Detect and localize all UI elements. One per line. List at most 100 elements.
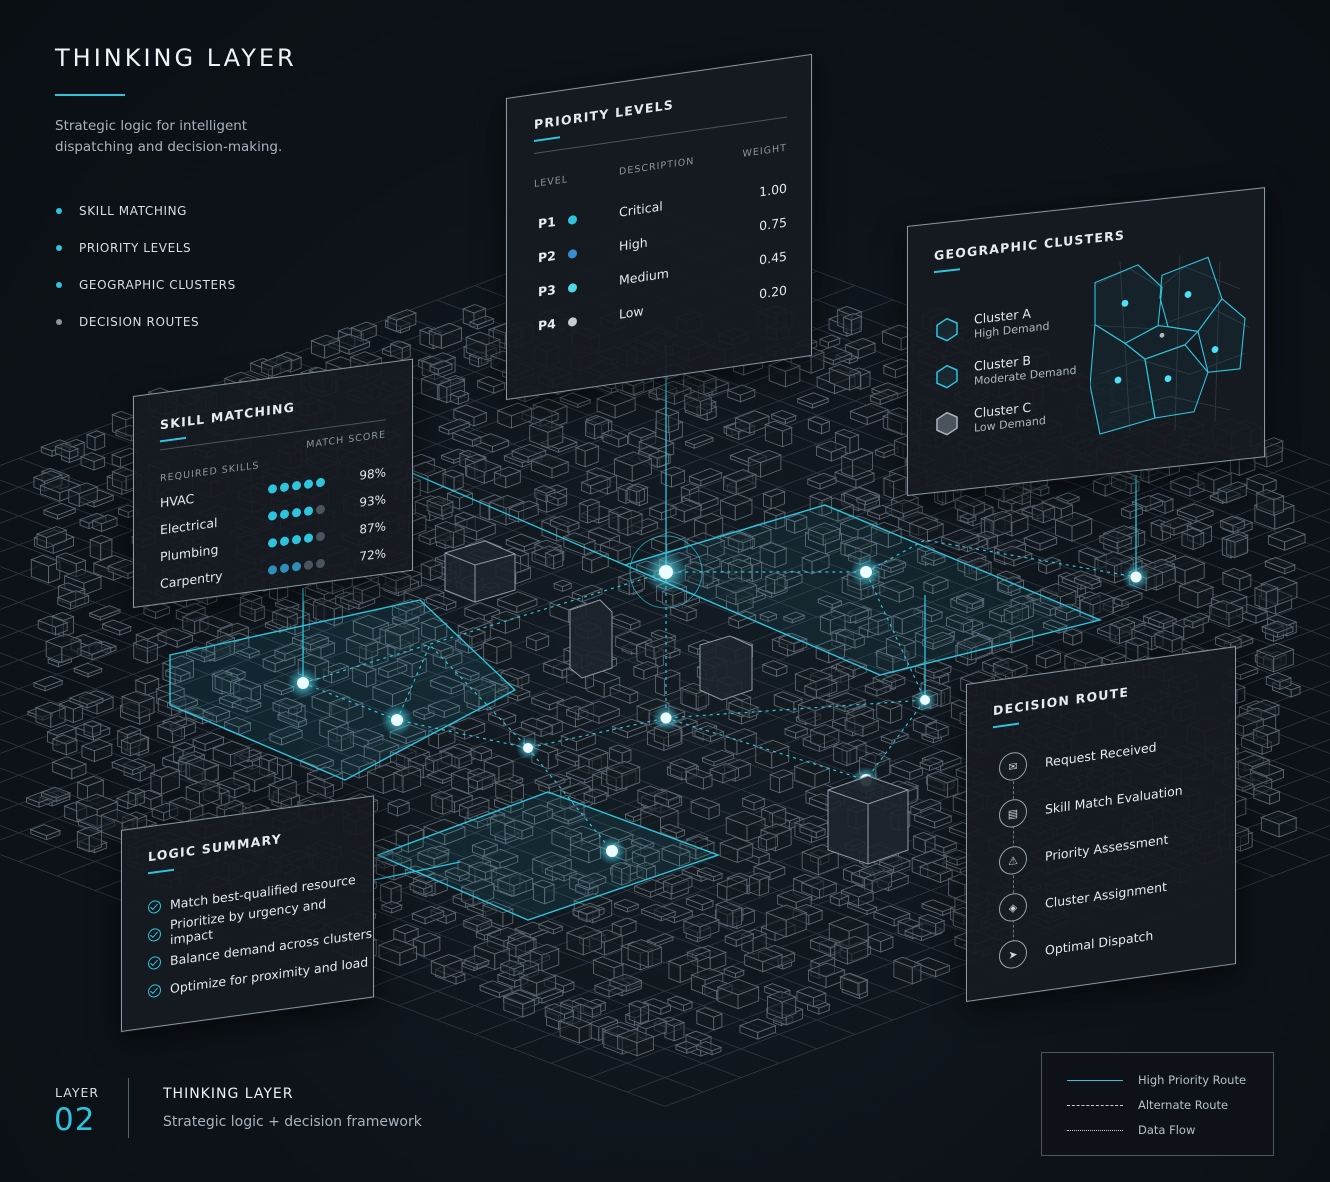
section-list: SKILL MATCHING PRIORITY LEVELS GEOGRAPHI… xyxy=(55,204,236,352)
route-legend: High Priority Route Alternate Route Data… xyxy=(1041,1052,1274,1156)
skill-name: HVAC xyxy=(160,490,195,511)
cluster-icon: ◈ xyxy=(999,891,1027,924)
toc-item-decision-routes[interactable]: DECISION ROUTES xyxy=(55,315,236,352)
score-dot-icon xyxy=(304,478,313,490)
decision-step[interactable]: ✉ Request Received xyxy=(999,730,1157,784)
score-dot-icon xyxy=(304,532,313,544)
score-dot-icon xyxy=(292,534,301,545)
toc-label: DECISION ROUTES xyxy=(79,315,200,329)
title-accent xyxy=(148,868,174,875)
score-dot-icon xyxy=(304,505,313,517)
cluster-map xyxy=(1090,255,1250,435)
score-dot-icon xyxy=(292,480,301,491)
score-dot-icon xyxy=(316,477,325,488)
check-circle-icon xyxy=(148,927,161,942)
toc-item-geographic-clusters[interactable]: GEOGRAPHIC CLUSTERS xyxy=(55,278,236,315)
priority-dot-icon xyxy=(568,214,577,226)
skill-name: Plumbing xyxy=(160,541,219,565)
score-dot-icon xyxy=(268,510,277,521)
layer-label: LAYER xyxy=(55,1085,100,1100)
priority-description: High xyxy=(619,234,648,254)
match-score: 98% xyxy=(359,465,386,483)
title-accent xyxy=(993,722,1019,729)
priority-dot-icon xyxy=(568,248,577,260)
toc-label: SKILL MATCHING xyxy=(79,204,188,218)
legend-label: Data Flow xyxy=(1138,1123,1196,1137)
zone-north xyxy=(622,504,1103,676)
column-header-skills: REQUIRED SKILLS xyxy=(160,460,260,485)
column-header-description: DESCRIPTION xyxy=(619,155,695,178)
score-dot-icon xyxy=(304,559,313,571)
score-dots xyxy=(268,531,325,548)
dashed-line-icon xyxy=(1067,1104,1123,1106)
column-header-score: MATCH SCORE xyxy=(306,429,386,451)
skill-name: Electrical xyxy=(160,514,218,538)
priority-level: P2 xyxy=(538,247,556,266)
score-dot-icon xyxy=(280,536,289,547)
priority-level: P3 xyxy=(538,281,556,300)
toc-item-skill-matching[interactable]: SKILL MATCHING xyxy=(55,204,236,241)
score-dot-icon xyxy=(268,564,277,575)
score-dot-icon xyxy=(268,483,277,494)
title-accent xyxy=(534,136,560,142)
column-header-weight: WEIGHT xyxy=(742,142,787,160)
hexagon-filled-icon xyxy=(936,411,958,436)
panel-title: LOGIC SUMMARY xyxy=(148,830,282,865)
decision-step[interactable]: ➤Optimal Dispatch xyxy=(999,919,1153,973)
priority-level: P4 xyxy=(538,315,556,334)
toc-item-priority-levels[interactable]: PRIORITY LEVELS xyxy=(55,241,236,278)
decision-step-label: Skill Match Evaluation xyxy=(1045,782,1183,817)
decision-step[interactable]: ▤ Skill Match Evaluation xyxy=(999,774,1183,832)
bullet-icon xyxy=(56,245,62,251)
score-dots xyxy=(268,504,325,521)
decision-step[interactable]: ◈ Cluster Assignment xyxy=(999,870,1167,926)
score-dots xyxy=(268,558,325,575)
check-circle-icon xyxy=(148,983,161,998)
decision-step-label: Cluster Assignment xyxy=(1045,878,1167,911)
legend-item-high-priority: High Priority Route xyxy=(1067,1073,1246,1087)
logic-summary-panel: LOGIC SUMMARY Match best-qualified resou… xyxy=(121,795,374,1032)
priority-description: Medium xyxy=(619,265,669,288)
title-underline xyxy=(55,94,125,96)
footer-divider xyxy=(128,1078,129,1138)
request-icon: ✉ xyxy=(999,750,1027,783)
decision-step-label: Request Received xyxy=(1045,738,1157,770)
decision-step[interactable]: ⚠Priority Assessment xyxy=(999,823,1168,879)
priority-levels-panel: PRIORITY LEVELS LEVEL DESCRIPTION WEIGHT… xyxy=(506,53,812,401)
score-dot-icon xyxy=(268,537,277,548)
match-score: 93% xyxy=(359,492,386,510)
priority-weight: 0.45 xyxy=(759,248,787,268)
priority-dot-icon xyxy=(568,316,577,328)
decision-step-label: Priority Assessment xyxy=(1045,831,1169,864)
layer-number: 02 xyxy=(54,1102,96,1138)
solid-line-icon xyxy=(1067,1079,1123,1081)
check-circle-icon xyxy=(148,899,161,914)
match-score: 72% xyxy=(359,546,386,564)
priority-dot-icon xyxy=(568,282,577,294)
zone-west xyxy=(169,599,517,781)
skill-match-icon: ▤ xyxy=(999,797,1027,830)
priority-weight: 0.75 xyxy=(759,214,787,234)
match-score: 87% xyxy=(359,519,386,537)
footer-subtitle: Strategic logic + decision framework xyxy=(163,1114,422,1130)
decision-step-label: Optimal Dispatch xyxy=(1045,927,1154,958)
check-circle-icon xyxy=(148,955,161,970)
bullet-icon xyxy=(56,319,62,325)
skill-name: Carpentry xyxy=(160,568,223,592)
legend-item-data-flow: Data Flow xyxy=(1067,1123,1195,1137)
legend-label: Alternate Route xyxy=(1138,1098,1229,1112)
priority-description: Low xyxy=(619,303,644,322)
column-header-level: LEVEL xyxy=(534,174,569,190)
panel-title: GEOGRAPHIC CLUSTERS xyxy=(934,227,1126,264)
bullet-icon xyxy=(56,282,62,288)
priority-description: Critical xyxy=(619,198,663,220)
priority-level: P1 xyxy=(538,213,556,232)
skill-matching-panel: SKILL MATCHING REQUIRED SKILLS MATCH SCO… xyxy=(133,358,413,608)
score-dot-icon xyxy=(316,531,325,542)
